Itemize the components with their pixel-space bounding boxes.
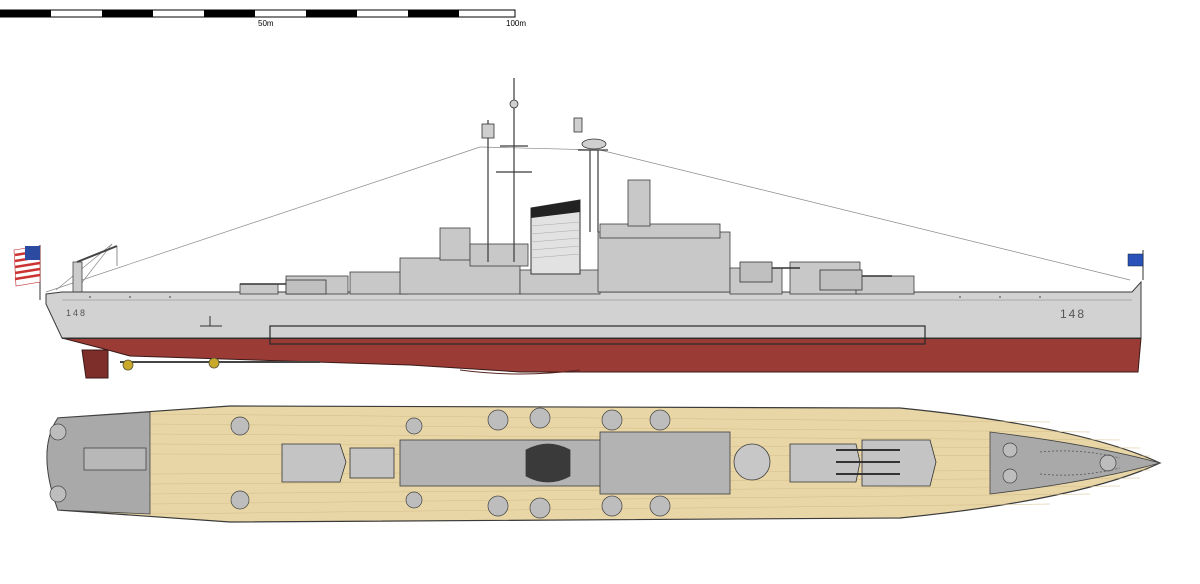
- bow-deck: [989, 431, 1162, 495]
- gun-turrets-side: [240, 261, 892, 295]
- bow-hull-number: 148: [1060, 307, 1086, 321]
- secondary-mounts: [49, 407, 1117, 519]
- main-turrets-plan: [281, 439, 937, 487]
- scale-label-100m: 100m: [506, 19, 526, 28]
- side-profile: 148 148: [13, 78, 1144, 379]
- anchor-chains: [1039, 450, 1121, 476]
- radar-antenna-icon: [481, 99, 607, 150]
- lower-hull: [61, 337, 1142, 373]
- masts: [487, 78, 608, 262]
- rudder: [81, 349, 581, 379]
- us-flag-icon: [13, 245, 41, 300]
- stern-hull-number: 148: [66, 308, 87, 318]
- stern-crane: [72, 245, 118, 295]
- central-superstructure: [399, 431, 771, 495]
- anchor-icon: [200, 316, 222, 327]
- portholes: [89, 296, 1041, 298]
- deck-plan: [46, 405, 1162, 523]
- scale-label-50m: 50m: [258, 19, 274, 28]
- union-jack-icon: [1127, 250, 1144, 280]
- scale-bar: 50m 100m: [0, 9, 526, 28]
- funnel: [530, 199, 581, 275]
- armor-belt: [269, 325, 926, 345]
